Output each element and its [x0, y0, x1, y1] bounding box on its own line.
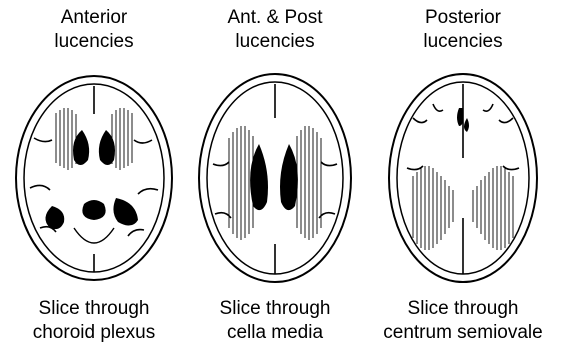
posterior-fissure: [74, 228, 114, 243]
panel-title: Posterior lucencies: [369, 6, 557, 54]
sulci: [213, 162, 337, 218]
ventricle-left-frontal-horn: [73, 130, 89, 165]
ventricle-right-frontal-horn: [99, 130, 115, 165]
panel-caption: Slice through choroid plexus: [0, 297, 188, 345]
ventricle-right-body: [280, 144, 298, 210]
panel-posterior: Posterior lucencies Slice through centru…: [369, 0, 557, 349]
lucency-right: [297, 126, 321, 240]
brain-slice-centrum-semiovale: [373, 68, 553, 288]
panel-caption: Slice through cella media: [181, 297, 369, 345]
lucency-posterior-left: [413, 166, 453, 250]
brain-slice-cella-media: [185, 68, 365, 288]
lucency-anterior-left: [56, 108, 76, 170]
lucency-posterior-right: [473, 166, 513, 250]
choroid-plexus: [82, 200, 105, 220]
ventricle-right-trigone: [113, 198, 138, 226]
lucency-left: [229, 126, 253, 240]
brain-slice-choroid-plexus: [4, 68, 184, 288]
panel-ant-post: Ant. & Post lucencies Slice through cell…: [181, 0, 369, 349]
lucency-anterior-right: [112, 108, 132, 170]
panel-title: Ant. & Post lucencies: [181, 6, 369, 54]
panel-anterior: Anterior lucencies Slice through choroid…: [0, 0, 188, 349]
ventricle-left-trigone: [45, 206, 64, 229]
panel-title: Anterior lucencies: [0, 6, 188, 54]
panel-caption: Slice through centrum semiovale: [369, 297, 557, 345]
